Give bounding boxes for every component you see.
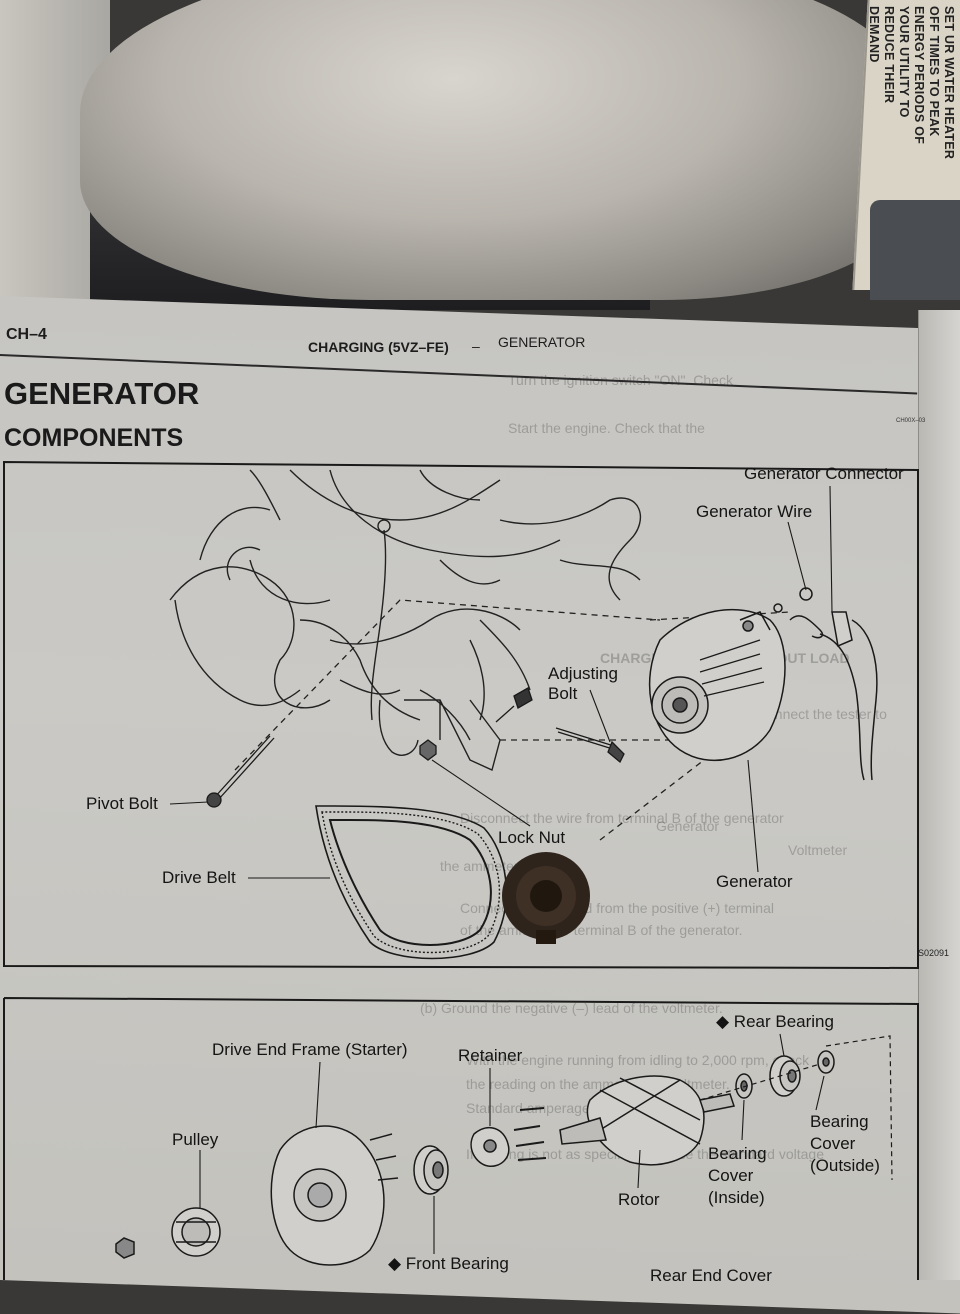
ghost-text: Generator	[656, 818, 720, 834]
label-bearing-cover-outside-line3: (Outside)	[810, 1156, 880, 1175]
generator-wire-illustration	[773, 587, 878, 781]
rotor-shape	[586, 1075, 705, 1166]
side-card-dark-object	[870, 200, 960, 300]
label-pivot-bolt: Pivot Bolt	[86, 794, 158, 813]
page-title: GENERATOR	[4, 376, 200, 411]
label-bearing-cover-outside-line1: Bearing	[810, 1112, 869, 1131]
drive-belt-illustration	[315, 805, 508, 960]
header-section: CHARGING (5VZ–FE)	[308, 339, 449, 355]
assembly-dashed-lines-bottom	[699, 1035, 893, 1181]
ghost-text: Disconnect the wire from terminal B of t…	[460, 810, 784, 826]
label-rear-end-cover: Rear End Cover	[650, 1266, 772, 1285]
label-generator-connector: Generator Connector	[744, 464, 904, 483]
label-drive-belt: Drive Belt	[162, 868, 236, 887]
leader-lines-bottom	[199, 1033, 825, 1254]
label-lock-nut: Lock Nut	[498, 828, 566, 847]
label-bearing-cover-inside-line1: Bearing	[708, 1144, 767, 1163]
lock-nut-illustration	[419, 739, 437, 761]
label-rotor: Rotor	[618, 1190, 660, 1209]
engine-outline	[169, 469, 641, 771]
background-towel	[80, 0, 910, 300]
label-drive-end-frame: Drive End Frame (Starter)	[212, 1040, 408, 1059]
label-retainer: Retainer	[458, 1046, 523, 1065]
ghost-text: With the engine running from idling to 2…	[466, 1052, 810, 1068]
pivot-bolt-illustration	[206, 735, 275, 808]
header-topic: GENERATOR	[498, 334, 586, 350]
page-subtitle: COMPONENTS	[4, 424, 184, 452]
ghost-text: (b) Ground the negative (–) lead of the …	[420, 1000, 723, 1016]
bottom-figure-frame	[3, 997, 919, 1280]
label-bearing-cover-outside-line2: Cover	[810, 1134, 856, 1153]
exploded-parts	[115, 1050, 835, 1266]
label-generator-wire: Generator Wire	[696, 502, 813, 521]
ghost-text: Start the engine. Check that the	[508, 420, 705, 436]
label-adjusting-bolt-line1: Adjusting	[548, 664, 618, 683]
label-adjusting-bolt-line2: Bolt	[548, 684, 578, 703]
adjusting-bolt-illustration	[495, 687, 625, 764]
leader-lines-top	[169, 485, 833, 879]
components-diagram	[3, 460, 919, 1280]
label-bearing-cover-inside-line2: Cover	[708, 1166, 754, 1185]
ghost-text: Voltmeter	[788, 842, 848, 858]
figure-reference-code: S02091	[918, 948, 950, 958]
ghost-text: connect the tester to	[760, 706, 887, 722]
physical-nut	[502, 852, 590, 944]
figure-code: CH00X–03	[896, 418, 926, 424]
top-figure-frame	[3, 460, 919, 970]
ghost-text: the ammeter.	[440, 858, 522, 874]
header-dash: –	[472, 338, 480, 354]
generator-illustration	[648, 608, 786, 762]
page-number: CH–4	[6, 326, 47, 343]
label-front-bearing: ◆ Front Bearing	[388, 1254, 509, 1273]
label-pulley: Pulley	[172, 1130, 219, 1149]
label-rear-bearing: ◆ Rear Bearing	[716, 1012, 834, 1031]
label-bearing-cover-inside-line3: (Inside)	[708, 1188, 765, 1207]
label-generator: Generator	[716, 872, 793, 891]
page-right-edge	[918, 310, 960, 1280]
